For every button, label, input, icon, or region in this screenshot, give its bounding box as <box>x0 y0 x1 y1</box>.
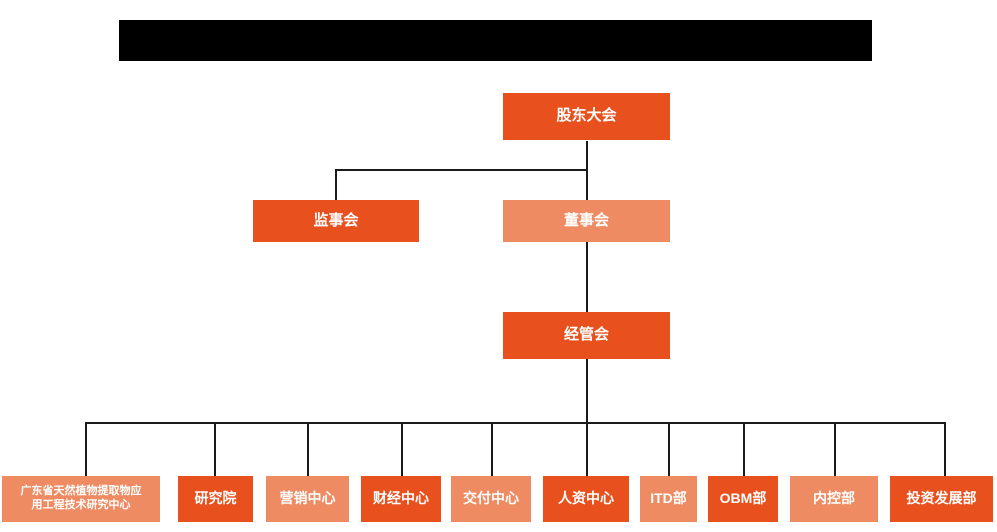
dept-box-internal-control[interactable]: 内控部 <box>790 476 878 522</box>
connector-shareholders-down <box>586 141 588 170</box>
connector-department-bus <box>85 422 945 424</box>
connector-dept-6-down <box>668 422 670 476</box>
connector-dept-7-down <box>743 422 745 476</box>
dept-box-research-center-label: 广东省天然植物提取物应 用工程技术研究中心 <box>2 485 160 513</box>
dept-label-line-2: 用工程技术研究中心 <box>31 499 131 511</box>
connector-dept-1-down <box>214 422 216 476</box>
dept-box-obm-label: OBM部 <box>719 490 767 507</box>
connector-dept-5-down <box>586 422 588 476</box>
node-shareholders-meeting[interactable]: 股东大会 <box>503 93 670 140</box>
node-management-committee-label: 经管会 <box>563 326 609 344</box>
connector-dept-2-down <box>307 422 309 476</box>
dept-label-line-1: 广东省天然植物提取物应 <box>20 485 142 498</box>
dept-box-hr-center-label: 人资中心 <box>558 490 614 507</box>
dept-box-investment-development-label: 投资发展部 <box>906 490 977 507</box>
dept-box-institute-label: 研究院 <box>194 490 237 507</box>
dept-box-internal-control-label: 内控部 <box>813 490 855 507</box>
connector-board-down <box>586 169 588 200</box>
node-supervisory-board[interactable]: 监事会 <box>253 200 419 242</box>
dept-box-hr-center[interactable]: 人资中心 <box>543 476 629 522</box>
node-shareholders-meeting-label: 股东大会 <box>556 107 617 125</box>
dept-box-marketing-center-label: 营销中心 <box>279 490 336 507</box>
connector-board-to-management <box>586 241 588 312</box>
dept-box-delivery-center[interactable]: 交付中心 <box>451 476 531 522</box>
dept-box-institute[interactable]: 研究院 <box>178 476 253 522</box>
connector-shareholders-horizontal <box>335 169 588 171</box>
dept-box-marketing-center[interactable]: 营销中心 <box>266 476 349 522</box>
dept-box-investment-development[interactable]: 投资发展部 <box>890 476 993 522</box>
dept-box-itd[interactable]: ITD部 <box>640 476 697 522</box>
dept-box-finance-center[interactable]: 财经中心 <box>361 476 441 522</box>
node-board-of-directors-label: 董事会 <box>563 211 609 229</box>
connector-dept-8-down <box>834 422 836 476</box>
dept-box-finance-center-label: 财经中心 <box>373 490 429 507</box>
connector-dept-4-down <box>491 422 493 476</box>
connector-dept-9-down <box>944 422 946 476</box>
node-board-of-directors[interactable]: 董事会 <box>503 200 670 242</box>
connector-dept-3-down <box>401 422 403 476</box>
connector-dept-0-down <box>85 422 87 476</box>
dept-box-delivery-center-label: 交付中心 <box>463 490 519 507</box>
dept-box-research-center[interactable]: 广东省天然植物提取物应 用工程技术研究中心 <box>2 476 160 522</box>
dept-box-obm[interactable]: OBM部 <box>708 476 778 522</box>
connector-supervisory-down <box>335 169 337 200</box>
node-management-committee[interactable]: 经管会 <box>503 312 670 359</box>
dept-box-itd-label: ITD部 <box>650 490 687 507</box>
connector-management-down <box>586 359 588 423</box>
redacted-title-bar <box>119 20 872 61</box>
node-supervisory-board-label: 监事会 <box>313 211 359 229</box>
